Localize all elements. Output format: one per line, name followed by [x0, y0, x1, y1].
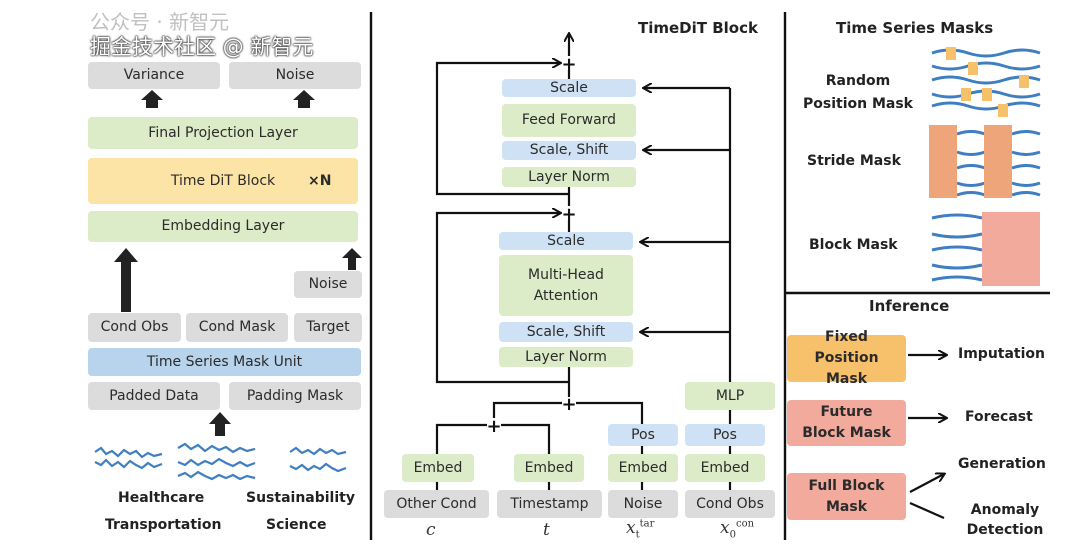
- attn-scale-shift: Scale, Shift: [499, 322, 633, 342]
- random-position-squares: [946, 47, 1029, 117]
- symbol-x-tar: xttar: [626, 518, 655, 541]
- future-block-mask: Future Block Mask: [787, 400, 906, 446]
- task-anomaly-detection: Anomaly Detection: [966, 502, 1044, 538]
- variance-output: Variance: [88, 62, 220, 89]
- full-block-mask: Full Block Mask: [787, 473, 906, 520]
- final-projection-layer: Final Projection Layer: [88, 117, 358, 149]
- arrow-up-target: [342, 248, 362, 270]
- time-series-mask-unit: Time Series Mask Unit: [88, 348, 361, 376]
- ff-scale: Scale: [502, 79, 636, 97]
- domain-sustainability: Sustainability: [246, 490, 355, 506]
- attn-layer-norm: Layer Norm: [499, 347, 633, 367]
- watermark-wechat: 公众号 · 新智元: [90, 10, 230, 34]
- embedding-layer: Embedding Layer: [88, 211, 358, 242]
- stride-mask-label: Stride Mask: [807, 153, 901, 169]
- multi-head-attention: Multi-Head Attention: [499, 255, 633, 316]
- arrow-up-cond: [114, 248, 138, 312]
- ff-layer-norm: Layer Norm: [502, 167, 636, 187]
- noise-output: Noise: [229, 62, 361, 89]
- stride-mask-bars: [929, 125, 1012, 198]
- arrow-up-variance: [141, 90, 163, 108]
- pos-noise: Pos: [608, 424, 678, 446]
- embed-timestamp: Embed: [514, 454, 584, 482]
- embed-cond-obs: Embed: [685, 454, 765, 482]
- plus-middle: +: [561, 204, 576, 225]
- task-generation: Generation: [958, 456, 1046, 472]
- block-mask-rect: [982, 212, 1040, 286]
- padding-mask: Padding Mask: [229, 382, 361, 410]
- plus-cond: +: [486, 416, 501, 437]
- embed-other-cond: Embed: [402, 454, 474, 482]
- fixed-position-mask: Fixed Position Mask: [787, 329, 906, 387]
- repeat-count: ×N: [308, 172, 332, 189]
- block-title: TimeDiT Block: [638, 19, 758, 37]
- domain-science: Science: [266, 517, 327, 533]
- arrow-up-noise: [293, 90, 315, 108]
- target-input: Target: [294, 313, 362, 342]
- mlp: MLP: [685, 382, 775, 410]
- time-series-waves-left: [94, 442, 347, 481]
- cond-mask-input: Cond Mask: [186, 313, 288, 342]
- time-dit-block-label: Time DiT Block: [170, 172, 276, 189]
- block-mask-label: Block Mask: [809, 237, 898, 253]
- domain-healthcare: Healthcare: [118, 490, 205, 506]
- symbol-t: t: [543, 520, 550, 540]
- inference-title: Inference: [869, 297, 950, 315]
- padded-data: Padded Data: [88, 382, 220, 410]
- attn-scale: Scale: [499, 232, 633, 250]
- plus-top: +: [561, 54, 576, 75]
- embed-noise: Embed: [608, 454, 678, 482]
- symbol-x-con: x0con: [720, 518, 755, 541]
- random-position-mask-label: Random Position Mask: [803, 73, 913, 112]
- cond-obs-block-input: Cond Obs: [685, 490, 775, 518]
- plus-bottom: +: [561, 394, 576, 415]
- arrow-up-data: [209, 412, 231, 436]
- timestamp-input: Timestamp: [497, 490, 602, 518]
- other-cond-input: Other Cond: [384, 490, 489, 518]
- task-forecast: Forecast: [965, 409, 1033, 425]
- watermark-juejin: 掘金技术社区 @ 新智元: [90, 35, 314, 59]
- symbol-c: c: [426, 520, 436, 540]
- feed-forward: Feed Forward: [502, 104, 636, 137]
- pos-cond-obs: Pos: [685, 424, 765, 446]
- masks-title: Time Series Masks: [836, 19, 994, 37]
- noise-block-input: Noise: [608, 490, 678, 518]
- task-imputation: Imputation: [958, 346, 1046, 362]
- ff-scale-shift: Scale, Shift: [502, 141, 636, 160]
- cond-obs-input: Cond Obs: [88, 313, 181, 342]
- domain-transportation: Transportation: [105, 517, 222, 533]
- time-dit-block: Time DiT Block ×N: [88, 158, 358, 204]
- noise-input: Noise: [294, 271, 362, 298]
